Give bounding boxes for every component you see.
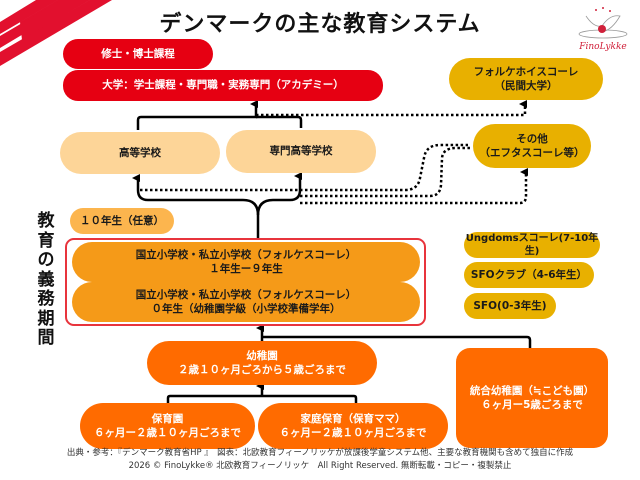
masters-label: 修士・博士課程 (101, 47, 175, 60)
line-highschool-to-university (136, 100, 258, 130)
ungdomsskole-box: Ungdomsスコーレ(7-10年生) (464, 232, 600, 258)
vertical-label-char: の (37, 250, 55, 270)
integrated-kindergarten-box: 統合幼稚園（≒こども園） ６ヶ月ー5歳ごろまで (456, 348, 608, 448)
other-schools-box: その他 （エフタスコーレ等） (473, 124, 591, 168)
dotted-to-folkehojskole (256, 100, 527, 117)
line-vocational-to-university (256, 115, 303, 128)
line-integrated-to-compulsory (262, 335, 532, 356)
folkehojskole-sub: （民間大学） (494, 80, 558, 92)
compulsory-period-text: 教育の義務期間 (34, 211, 58, 349)
nursery-box: 保育園 ６ヶ月ー２歳１０ヶ月ごろまで (80, 403, 255, 449)
university-box: 大学：学士課程・専門職・実務専門（アカデミー） (63, 70, 383, 101)
kindergarten-label: 幼稚園 (246, 349, 278, 362)
sfo-box: SFO(0-3年生) (464, 293, 556, 319)
kindergarten-box: 幼稚園 ２歳１０ヶ月ごろから５歳ごろまで (147, 341, 377, 385)
compulsory-grades-1-9-box: 国立小学校・私立小学校（フォルケスコーレ） １年生ー９年生 (72, 242, 420, 282)
nursery-label: 保育園 (151, 412, 184, 425)
denmark-flag-icon (0, 0, 112, 66)
vertical-label-char: 育 (37, 230, 55, 251)
folkehojskole-label: フォルケホイスコーレ (473, 65, 579, 78)
vocational-high-school-label: 専門高等学校 (269, 145, 333, 158)
vertical-label-char: 教 (37, 211, 55, 231)
source-credit: 出典・参考：『デンマーク教育省HP 』 図表：北欧教育フィーノリッケが放課後学童… (66, 448, 574, 458)
finolykke-logo: FinoLykke (572, 4, 634, 54)
dotted-to-other-2 (300, 146, 470, 198)
vertical-label-char: 務 (37, 289, 55, 309)
vocational-high-school-box: 専門高等学校 (226, 130, 376, 173)
high-school-box: 高等学校 (60, 132, 220, 174)
dotted-to-other-1 (140, 143, 468, 192)
swan-logo-icon (578, 7, 628, 39)
masters-doctoral-box: 修士・博士課程 (63, 39, 213, 69)
sfo-label: SFO(0-3年生) (473, 299, 547, 312)
compulsory-grade-0-box: 国立小学校・私立小学校（フォルケスコーレ） ０年生（幼稚園学級（小学校準備学年） (72, 282, 420, 322)
sfo-club-label: SFOクラブ（4-6年生） (470, 268, 588, 281)
other-label: その他 (516, 132, 548, 145)
ungdomsskole-label: Ungdomsスコーレ(7-10年生) (465, 232, 599, 258)
logo-name: FinoLykke (579, 42, 627, 52)
integrated-kindergarten-age: ６ヶ月ー5歳ごろまで (481, 399, 583, 411)
grade-0-label: ０年生（幼稚園学級（小学校準備学年） (151, 303, 341, 315)
home-daycare-box: 家庭保育（保育ママ） ６ヶ月ー２歳１０ヶ月ごろまで (258, 403, 448, 449)
home-daycare-age: ６ヶ月ー２歳１０ヶ月ごろまで (279, 427, 427, 439)
high-school-label: 高等学校 (119, 146, 161, 159)
university-label: 大学：学士課程・専門職・実務専門（アカデミー） (102, 79, 344, 92)
nursery-age: ６ヶ月ー２歳１０ヶ月ごろまで (94, 427, 241, 439)
folkehojskole-box: フォルケホイスコーレ （民間大学） (449, 58, 603, 100)
other-sub: （エフタスコーレ等） (479, 147, 585, 159)
footer: 出典・参考：『デンマーク教育省HP 』 図表：北欧教育フィーノリッケが放課後学童… (0, 447, 640, 473)
dotted-to-other-3 (300, 168, 528, 205)
kindergarten-age: ２歳１０ヶ月ごろから５歳ごろまで (178, 364, 346, 376)
folkeskole-label-upper: 国立小学校・私立小学校（フォルケスコーレ） (135, 248, 357, 261)
compulsory-period-label: 教育の義務期間 (34, 211, 58, 349)
vertical-label-char: 間 (37, 328, 55, 348)
vertical-label-char: 義 (37, 269, 55, 290)
vertical-label-char: 期 (37, 308, 55, 329)
grade-10-box: １０年生（任意） (70, 208, 174, 234)
folkeskole-label-lower: 国立小学校・私立小学校（フォルケスコーレ） (135, 288, 357, 301)
home-daycare-label: 家庭保育（保育ママ） (300, 412, 406, 425)
sfo-club-box: SFOクラブ（4-6年生） (464, 262, 594, 288)
line-compulsory-to-vocational (256, 172, 302, 216)
line-compulsory-to-highschool (132, 174, 260, 238)
grades-1-9-label: １年生ー９年生 (209, 263, 283, 275)
compulsory-education-frame (65, 238, 426, 326)
copyright-notice: 2026 © FinoLykke® 北欧教育フィーノリッケ All Right … (128, 461, 512, 471)
grade-10-label: １０年生（任意） (80, 214, 164, 227)
integrated-kindergarten-label: 統合幼稚園（≒こども園） (469, 384, 595, 397)
page-title: デンマークの主な教育システム (159, 12, 481, 37)
